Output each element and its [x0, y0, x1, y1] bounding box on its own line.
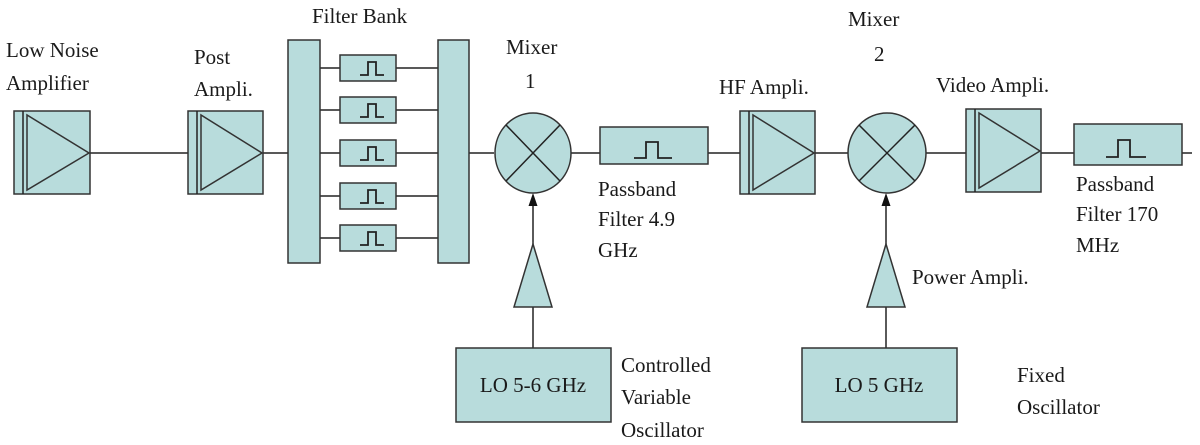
mixer1-label-line-1: Mixer	[506, 35, 557, 59]
power-amp-label: Power Ampli.	[912, 265, 1029, 289]
lo1-desc-line-3: Oscillator	[621, 418, 704, 442]
amplifier-triangle-icon	[978, 111, 1042, 190]
passband2-label-line-2: Filter 170	[1076, 202, 1158, 226]
mixer1-label-line-2: 1	[525, 69, 536, 93]
lo1-desc-line-2: Variable	[621, 385, 691, 409]
bandpass-pulse-icon	[1106, 139, 1146, 158]
filter-bank-filter-4	[339, 182, 397, 210]
post-amp-label-line-1: Post	[194, 45, 230, 69]
filter-bank-combiner	[437, 39, 470, 264]
lo2-desc-line-2: Oscillator	[1017, 395, 1100, 419]
lo2-desc-line-1: Fixed	[1017, 363, 1065, 387]
filter-bank-block	[287, 39, 470, 264]
lo-1-oscillator-block: LO 5-6 GHz	[455, 347, 612, 423]
lna-label-line-2: Amplifier	[6, 71, 89, 95]
passband2-label-line-1: Passband	[1076, 172, 1155, 196]
hf-amplifier-block	[739, 110, 816, 195]
passband-filter-4-9-ghz-block	[599, 126, 709, 165]
filter-bank-filter-3	[339, 139, 397, 167]
mixer2-label-line-1: Mixer	[848, 7, 899, 31]
mixer2-label-line-2: 2	[874, 42, 885, 66]
block-labels: Low Noise Amplifier Post Ampli. Filter B…	[6, 4, 1158, 442]
passband1-label-line-2: Filter 4.9	[598, 207, 675, 231]
bandpass-pulse-icon	[360, 103, 384, 118]
low-noise-amplifier-block	[13, 110, 91, 195]
lo-2-oscillator-block: LO 5 GHz	[801, 347, 958, 423]
mixer-1-block	[494, 112, 572, 194]
filter-bank-filter-2	[339, 96, 397, 124]
passband1-label-line-3: GHz	[598, 238, 638, 262]
amplifier-triangle-icon	[752, 113, 816, 192]
bandpass-pulse-icon	[360, 189, 384, 204]
lo-feed-wires	[528, 193, 891, 348]
post-amplifier-block	[187, 110, 264, 195]
bandpass-pulse-icon	[360, 231, 384, 246]
amplifier-triangle-icon	[26, 113, 91, 192]
lo1-desc-line-1: Controlled	[621, 353, 711, 377]
lo1-buffer-amplifier-icon	[512, 241, 554, 308]
signal-path-wires	[90, 67, 1192, 239]
lo1-box-label: LO 5-6 GHz	[480, 373, 586, 397]
power-amplifier-icon	[865, 241, 907, 308]
passband-filter-170-mhz-block	[1073, 123, 1183, 166]
filter-bank-filter-5	[339, 224, 397, 252]
mixer2-lo-arrowhead	[881, 193, 891, 206]
video-amp-label: Video Ampli.	[936, 73, 1049, 97]
video-amplifier-block	[965, 108, 1042, 193]
hf-amp-label: HF Ampli.	[719, 75, 809, 99]
mixer1-lo-arrowhead	[528, 193, 538, 206]
filter-bank-label: Filter Bank	[312, 4, 408, 28]
lna-label-line-1: Low Noise	[6, 38, 99, 62]
passband2-label-line-3: MHz	[1076, 233, 1119, 257]
post-amp-label-line-2: Ampli.	[194, 77, 253, 101]
filter-bank-filter-1	[339, 54, 397, 82]
filter-bank-splitter	[287, 39, 321, 264]
amplifier-triangle-icon	[200, 113, 264, 192]
passband1-label-line-1: Passband	[598, 177, 677, 201]
bandpass-pulse-icon	[634, 141, 672, 159]
bandpass-pulse-icon	[360, 61, 384, 76]
bandpass-pulse-icon	[360, 146, 384, 161]
mixer-2-block	[847, 112, 927, 194]
lo2-box-label: LO 5 GHz	[835, 373, 924, 397]
